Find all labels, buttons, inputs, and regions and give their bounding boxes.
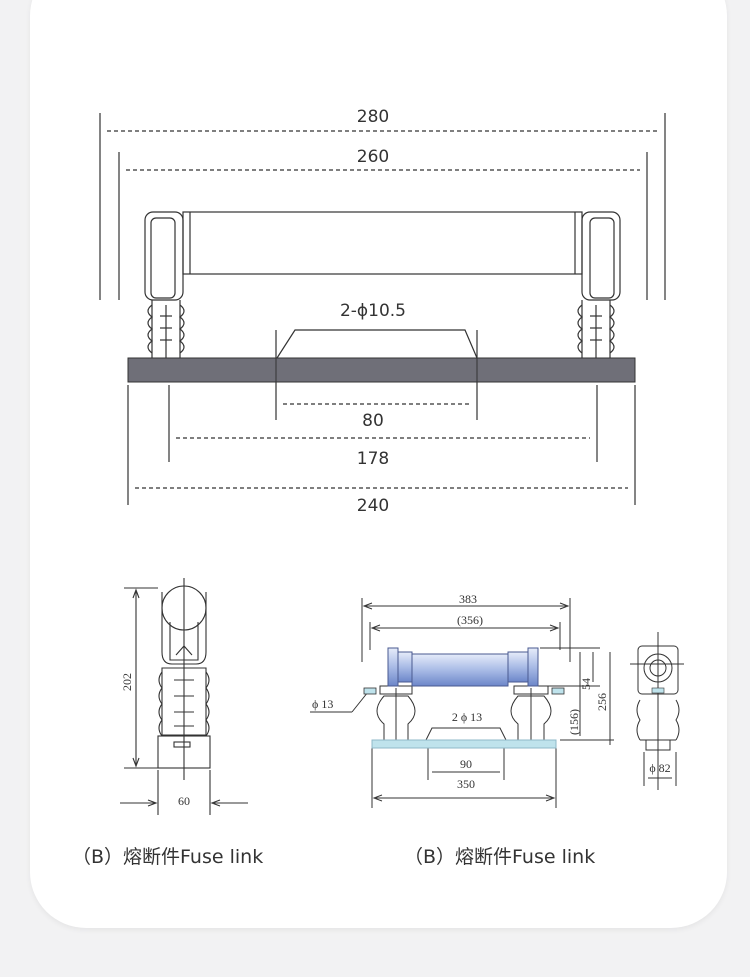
- dim-front-156: (156): [567, 709, 581, 735]
- dim-front-350: 350: [457, 777, 475, 791]
- dim-base-length: 240: [357, 496, 389, 516]
- clip-left: [363, 687, 377, 695]
- base-plate: [127, 357, 636, 383]
- dim-front-54: 54: [579, 678, 593, 690]
- dim-front-90: 90: [460, 757, 472, 771]
- clip-right: [551, 687, 565, 695]
- end-view-clip: [651, 687, 665, 694]
- side-view-drawing: [120, 578, 248, 815]
- front-view-drawing: [310, 598, 614, 808]
- front-base: [371, 739, 557, 749]
- caption-left: （B）熔断件Fuse link: [72, 846, 264, 868]
- fuse-cartridge: [387, 647, 539, 687]
- dim-side-width: 60: [178, 794, 190, 808]
- dim-end-diameter: ϕ 82: [649, 761, 670, 775]
- dim-front-fuse-length: (356): [457, 613, 483, 627]
- dim-front-hole-dia: ϕ 13: [312, 697, 333, 711]
- dim-between-supports: 260: [357, 147, 389, 167]
- dim-side-height: 202: [120, 673, 134, 691]
- end-view-drawing: [630, 632, 684, 790]
- dim-front-holes: 2 ϕ 13: [452, 710, 482, 724]
- dim-front-256: 256: [595, 693, 609, 711]
- dim-holes: 2-ϕ10.5: [340, 301, 406, 321]
- caption-right: （B）熔断件Fuse link: [404, 846, 596, 868]
- dim-inner-width: 178: [357, 449, 389, 469]
- top-fuse-drawing: [99, 113, 666, 505]
- dim-front-overall: 383: [459, 592, 477, 606]
- dim-hole-spacing: 80: [362, 411, 384, 431]
- content-card: [30, 0, 727, 928]
- dim-overall-length: 280: [357, 107, 389, 127]
